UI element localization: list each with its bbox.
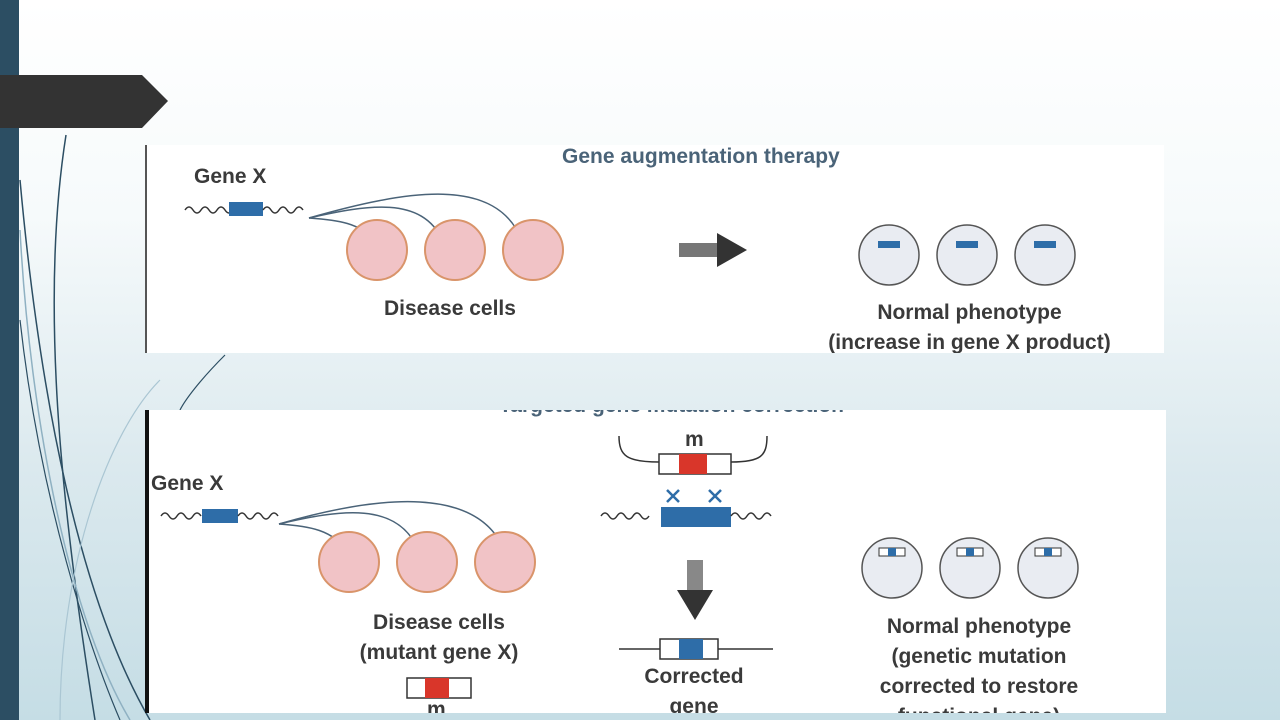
corrected-gene-label: Corrected gene [619,662,769,713]
title-tab-arrow [0,75,168,128]
gene-augmentation-panel: Gene augmentation therapy Gene X Disease… [145,145,1164,353]
normal-cells [858,224,1076,286]
disease-cells-label: Disease cells [384,297,516,320]
disease-cell [318,531,380,593]
disease-cells-label: Disease cells (mutant gene X) [339,608,539,668]
big-arrow-right [679,233,747,267]
normal-phenotype-label: Normal phenotype (increase in gene X pro… [797,298,1142,353]
decorative-curves [19,134,226,720]
normal-phenotype-detail: (increase in gene X product) [828,331,1111,353]
normal-cell [861,537,923,599]
normal-phenotype-label: Normal phenotype (genetic mutation corre… [829,612,1129,713]
normal-cell [858,224,920,286]
disease-cell [474,531,536,593]
normal-cell [1014,224,1076,286]
mutant-m-label: m [427,698,446,713]
gene-x-dna-strand [184,202,304,216]
gene-x-dna-strand [160,509,279,523]
correction-title: Targeted gene mutation correction [499,410,844,418]
normal-phenotype-detail-3: functional gene) [829,702,1129,713]
normal-cells [861,537,1079,599]
augmentation-title: Gene augmentation therapy [562,145,840,168]
normal-phenotype-detail-2: corrected to restore [879,675,1079,698]
disease-cells [346,219,564,281]
gene-correction-panel: Targeted gene mutation correction Gene X… [145,410,1166,713]
disease-cell [424,219,486,281]
corrected-gene-diagram [619,638,773,660]
gene-x-label: Gene X [151,472,224,495]
normal-phenotype-detail-1: (genetic mutation [891,645,1067,668]
mutant-gene-diagram [406,677,472,699]
gene-line: gene [669,695,719,713]
recombination-diagram [600,435,772,527]
disease-cell [346,219,408,281]
gene-x-label: Gene X [194,165,267,188]
delivery-arrows [308,193,525,244]
normal-cell [1017,537,1079,599]
disease-cell [502,219,564,281]
delivery-arrows [278,500,508,555]
down-arrow [677,560,713,620]
normal-cell [936,224,998,286]
disease-cells [318,531,536,593]
disease-cells-detail: (mutant gene X) [359,641,519,664]
normal-phenotype-line: Normal phenotype [886,615,1072,638]
corrected-line: Corrected [644,665,744,688]
disease-cells-line: Disease cells [373,611,505,634]
normal-phenotype-line: Normal phenotype [877,301,1062,324]
slide-side-bar [0,0,19,720]
mutation-m-label: m [685,428,704,451]
target-gene [661,507,731,527]
disease-cell [396,531,458,593]
normal-cell [939,537,1001,599]
